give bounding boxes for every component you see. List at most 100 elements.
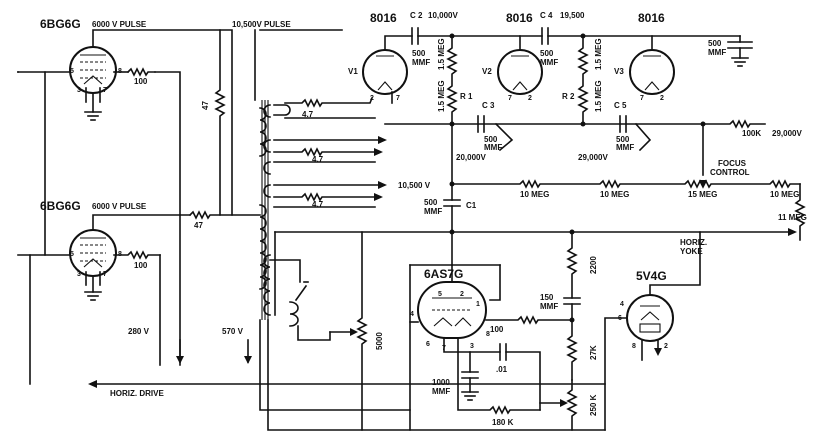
resistor-label: R 1	[460, 92, 473, 101]
tube-label: V1	[348, 67, 358, 76]
tube-label: V2	[482, 67, 492, 76]
voltage-label: 20,000V	[456, 153, 486, 162]
resistor-label: 47	[194, 221, 203, 230]
tube-label: 6BG6G	[40, 199, 81, 213]
capacitor-unit: MMF	[484, 143, 502, 152]
resistor-label: 100	[490, 325, 504, 334]
yoke-label: YOKE	[680, 247, 703, 256]
tube-8016-v3: V3 7 2	[614, 49, 675, 102]
resistor-label: 10 MEG	[600, 190, 629, 199]
voltage-label: 19,500	[560, 11, 585, 20]
pulse-label: 10,500V PULSE	[232, 20, 291, 29]
pin-label: 2	[664, 343, 668, 350]
resistor-label: 2200	[589, 256, 598, 274]
tube-label: 6AS7G	[424, 267, 463, 281]
resistor-label: 4.7	[312, 200, 324, 209]
pin-label: 8	[632, 343, 636, 350]
resistor-label: 10 MEG	[520, 190, 549, 199]
focus-label: FOCUS	[718, 159, 747, 168]
resistor-label: 47	[201, 101, 210, 110]
voltage-label: 29,000V	[772, 129, 802, 138]
tube-8016-v1: V1 2 7	[348, 49, 408, 102]
pin-label: 8	[486, 331, 490, 338]
resistor-label: 5000	[375, 332, 384, 350]
capacitor-unit: MMF	[708, 48, 726, 57]
capacitor-unit: MMF	[424, 207, 442, 216]
tube-label: 8016	[506, 11, 533, 25]
ground-icon	[84, 291, 102, 301]
pin-label: 6	[426, 341, 430, 348]
capacitor-value: .01	[496, 365, 508, 374]
ground-icon	[731, 57, 749, 67]
resistor-label: 100K	[742, 129, 761, 138]
resistor-label: R 2	[562, 92, 575, 101]
pulse-label: 6000 V PULSE	[92, 202, 147, 211]
resistor-label: 27K	[589, 345, 598, 360]
resistor-label: 1.5 MEG	[594, 38, 603, 70]
tube-6as7g: 4 5 2 1 6 7 3 8	[410, 281, 490, 352]
pin-label: 7	[508, 95, 512, 102]
tube-label: 6BG6G	[40, 17, 81, 31]
voltage-label: 29,000V	[578, 153, 608, 162]
resistor-label: 250 K	[589, 394, 598, 416]
pulse-label: 6000 V PULSE	[92, 20, 147, 29]
capacitor-value: 500	[708, 39, 722, 48]
capacitor-label: C 5	[614, 101, 627, 110]
tube-label: 5V4G	[636, 269, 667, 283]
focus-label: CONTROL	[710, 168, 750, 177]
yoke-label: HORIZ.	[680, 238, 707, 247]
voltage-label: 280 V	[128, 327, 150, 336]
flyback-transformer	[259, 100, 271, 320]
horiz-drive-label: HORIZ. DRIVE	[110, 389, 164, 398]
resistor-label: 4.7	[302, 110, 314, 119]
pin-label: 2	[660, 95, 664, 102]
pin-label: 7	[396, 95, 400, 102]
resistor-label: 180 K	[492, 418, 514, 427]
pin-label: 4	[410, 311, 414, 318]
capacitor-unit: MMF	[412, 58, 430, 67]
resistor-label: 100	[134, 261, 148, 270]
ground-icon	[84, 111, 102, 121]
capacitor-unit: MMF	[432, 387, 450, 396]
pin-label: 2	[460, 291, 464, 298]
resistor-label: 11 MEG	[778, 213, 807, 222]
voltage-label: 10,500 V	[398, 181, 431, 190]
pin-label: 5	[70, 68, 74, 75]
voltage-label: 570 V	[222, 327, 244, 336]
tube-label: 8016	[638, 11, 665, 25]
capacitor-unit: MMF	[540, 58, 558, 67]
pin-label: 2	[370, 95, 374, 102]
pin-label: 3	[470, 343, 474, 350]
resistor-label: 1.5 MEG	[437, 38, 446, 70]
pin-label: 2	[528, 95, 532, 102]
capacitor-value: 1000	[432, 378, 450, 387]
capacitor-unit: MMF	[616, 143, 634, 152]
capacitor-value: 500	[484, 135, 498, 144]
capacitor-value: 500	[424, 198, 438, 207]
pin-label: 7	[103, 271, 107, 278]
capacitor-unit: MMF	[540, 302, 558, 311]
capacitor-value: 500	[412, 49, 426, 58]
resistor-label: 15 MEG	[688, 190, 717, 199]
tube-label: V3	[614, 67, 624, 76]
resistor-label: 100	[134, 77, 148, 86]
tube-5v4g: 4 6 8 2	[618, 294, 674, 350]
resistor-label: 4.7	[312, 155, 324, 164]
capacitor-value: 500	[616, 135, 630, 144]
voltage-label: 10,000V	[428, 11, 458, 20]
tube-6bg6g-lower: 5 3 7 8	[69, 229, 122, 278]
pin-label: 5	[438, 291, 442, 298]
capacitor-value: 150	[540, 293, 554, 302]
tube-8016-v2: V2 7 2	[482, 49, 543, 102]
capacitor-value: 500	[540, 49, 554, 58]
pin-label: 5	[70, 251, 74, 258]
pin-label: 3	[77, 87, 81, 94]
pin-label: 3	[77, 271, 81, 278]
capacitor-label: C 3	[482, 101, 495, 110]
tube-6bg6g-upper: 5 3 7 8	[69, 46, 122, 94]
capacitor-label: C1	[466, 201, 477, 210]
pin-label: 4	[620, 301, 624, 308]
capacitor-label: C 2	[410, 11, 423, 20]
